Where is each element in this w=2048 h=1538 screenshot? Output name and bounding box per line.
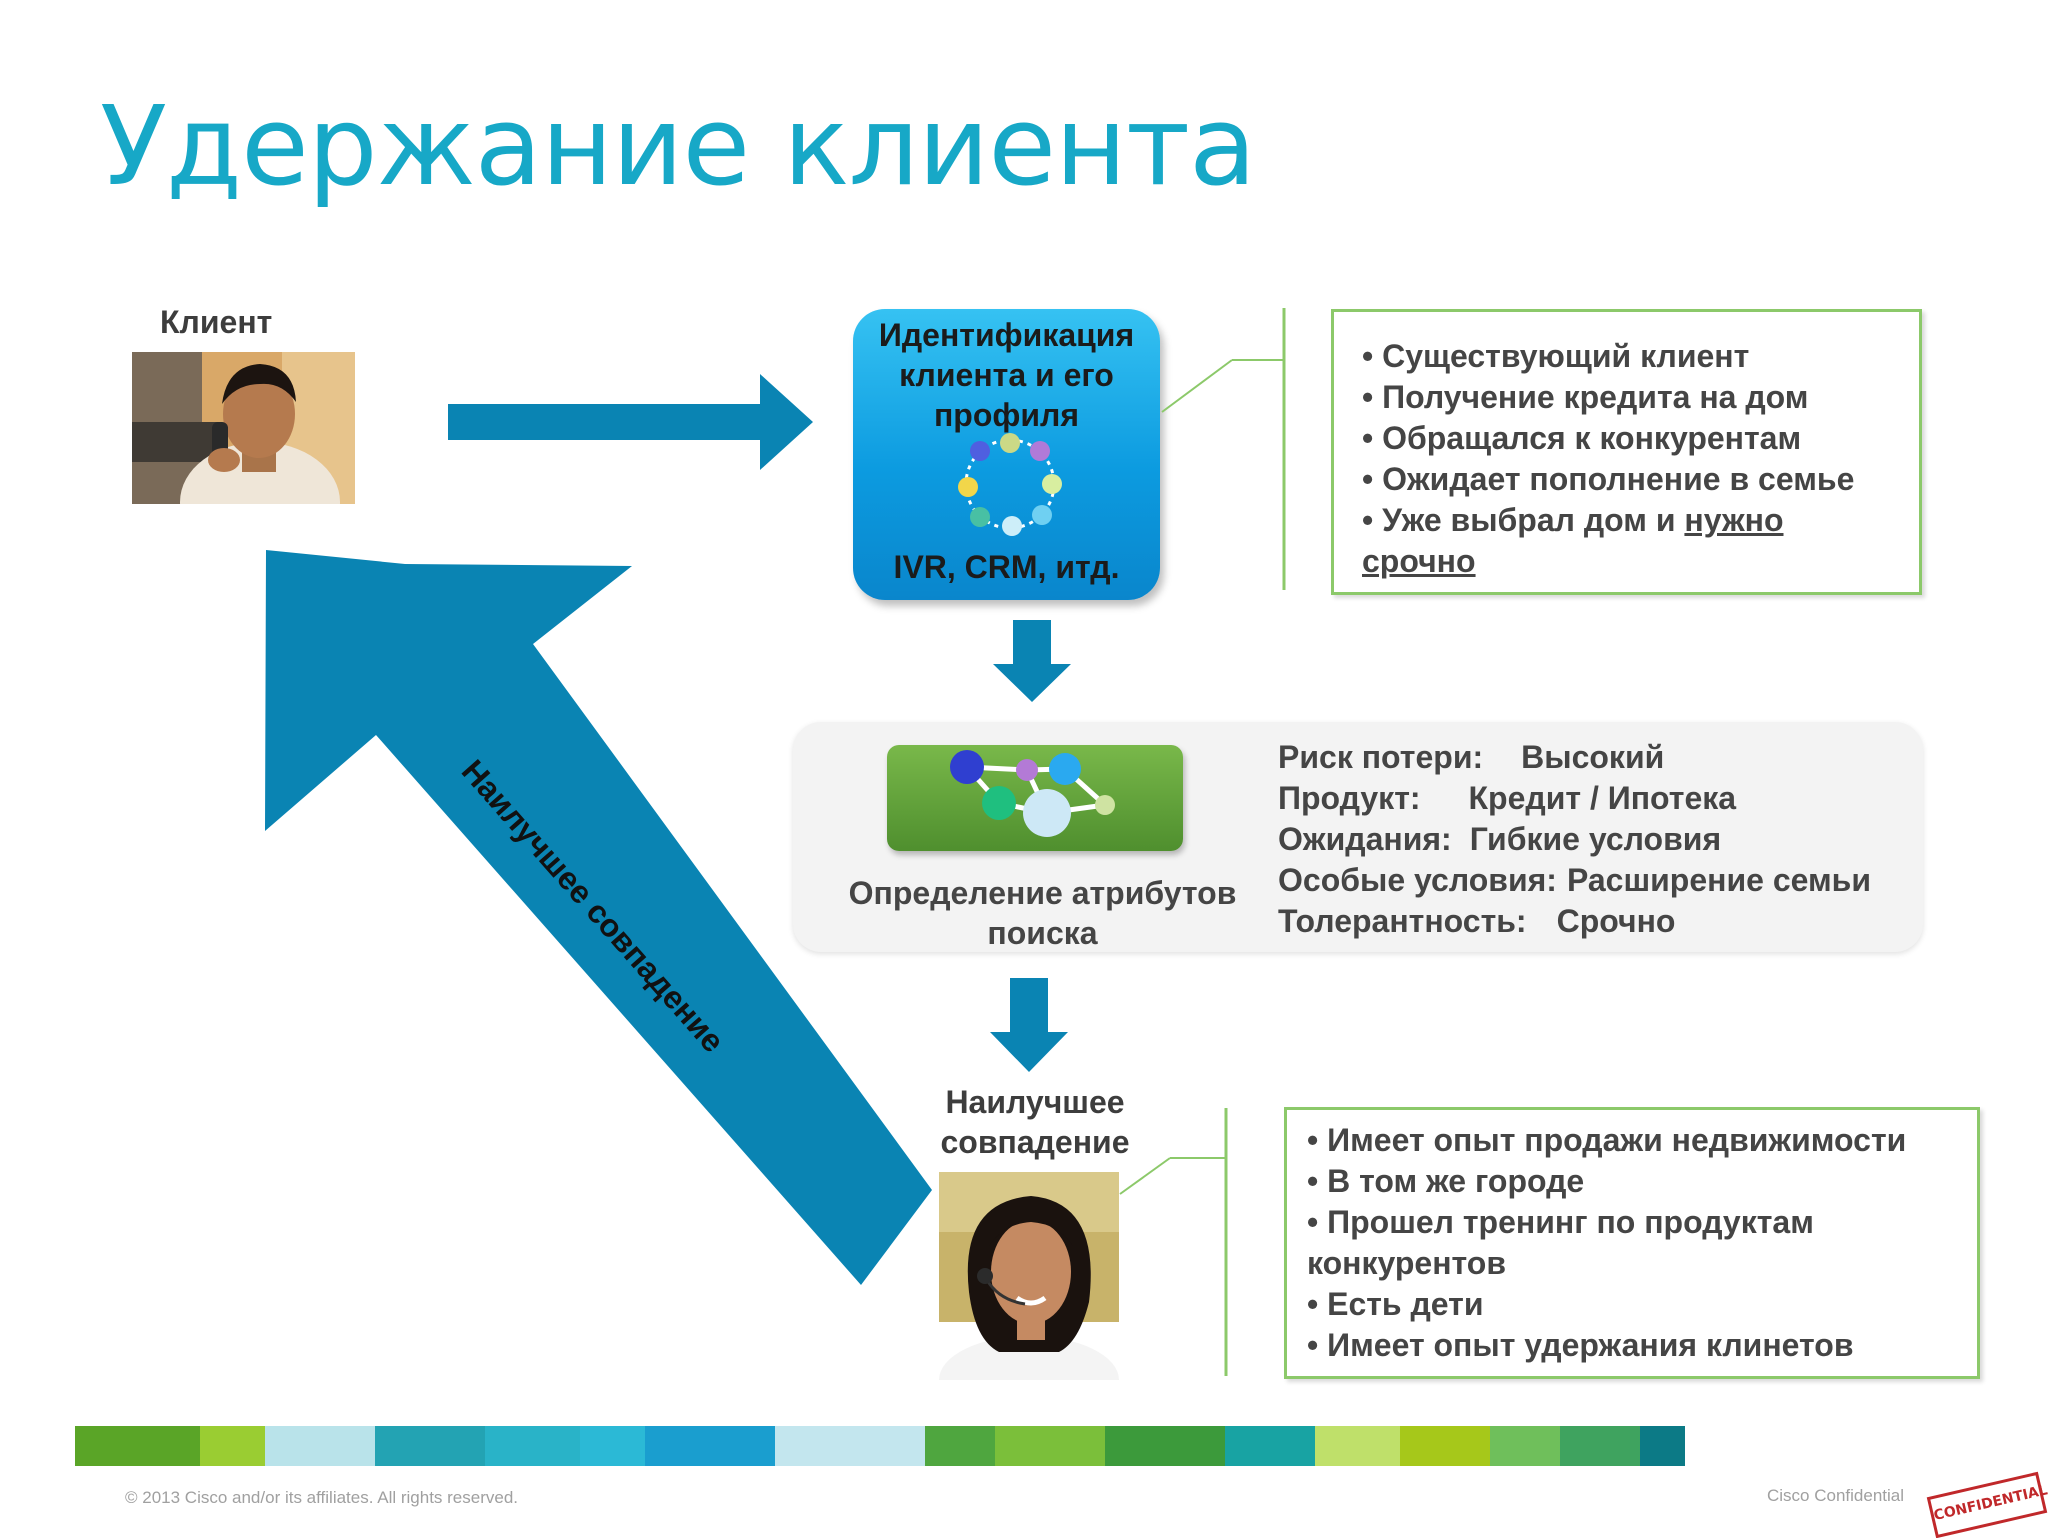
list-item: срочно [1362,541,1854,582]
search-attributes-list: Риск потери: Высокий Продукт: Кредит / Ипо… [1278,737,1871,942]
color-bar-segment [1490,1426,1560,1466]
customer-profile-list: • Существующий клиент • Получение кредит… [1362,336,1854,582]
identification-title-line: Идентификация [878,317,1135,353]
agent-profile-list: • Имеет опыт продажи недвижимости • В то… [1307,1120,1906,1366]
search-attributes-caption: Определение атрибутов поиска [830,873,1255,953]
list-item: конкурентов [1307,1245,1506,1281]
color-bar-segment [645,1426,775,1466]
attribute-key: Толерантность: [1278,903,1527,939]
list-item: • Есть дети [1307,1286,1484,1322]
best-match-line: совпадение [940,1124,1130,1160]
list-item: • Существующий клиент [1362,338,1750,374]
arrow-down [993,620,1071,702]
arrow-down [990,978,1068,1072]
list-item: • Уже выбрал дом и нужно [1362,500,1854,541]
attribute-value: Гибкие условия [1469,821,1722,857]
page-title: Удержание клиента [100,82,1256,210]
color-bar-segment [265,1426,375,1466]
identification-box: Идентификация клиента и его профиля IVR,… [853,309,1160,600]
color-bar-segment [1105,1426,1225,1466]
attribute-key: Риск потери: [1278,739,1484,775]
color-bar-segment [200,1426,265,1466]
attribute-row: Продукт: Кредит / Ипотека [1278,778,1871,819]
decorative-color-bar [75,1426,1975,1466]
list-item: • В том же городе [1307,1163,1585,1199]
client-photo [132,352,355,504]
client-label: Клиент [160,304,273,340]
attribute-row: Толерантность: Срочно [1278,901,1871,942]
color-bar-segment [1640,1426,1685,1466]
identification-subtitle: IVR, CRM, итд. [893,549,1120,585]
color-bar-segment [485,1426,580,1466]
color-bar-segment [1315,1426,1400,1466]
attribute-key: Продукт: [1278,780,1421,816]
confidential-text: Cisco Confidential [1767,1486,1905,1505]
color-bar-segment [995,1426,1105,1466]
identification-title: Идентификация клиента и его профиля [853,315,1160,435]
best-match-line: Наилучшее [945,1084,1125,1120]
attribute-value: Срочно [1556,903,1676,939]
list-item: • Обращался к конкурентам [1362,420,1802,456]
list-item-text: • Уже выбрал дом и [1362,502,1685,538]
attribute-key: Особые условия: [1278,862,1557,898]
network-icon [887,745,1183,851]
copyright-text: © 2013 Cisco and/or its affiliates. All … [125,1488,519,1507]
emphasis-text: нужно [1684,502,1784,538]
caption-line: поиска [987,915,1098,951]
identification-title-line: клиента и его [899,357,1114,393]
list-item: • Ожидает пополнение в семье [1362,461,1855,497]
attribute-row: Ожидания: Гибкие условия [1278,819,1871,860]
agent-profile-box: • Имеет опыт продажи недвижимости • В то… [1284,1107,1980,1379]
attribute-value: Высокий [1521,739,1665,775]
color-bar-segment [75,1426,200,1466]
attribute-key: Ожидания: [1278,821,1452,857]
return-arrow: Наилучшее совпадение [265,550,932,1285]
attribute-row: Риск потери: Высокий [1278,737,1871,778]
connector-bracket [1119,1108,1228,1376]
list-item: • Имеет опыт продажи недвижимости [1307,1122,1907,1158]
color-bar-segment [775,1426,925,1466]
profile-ring-icon [958,433,1062,536]
arrow-right [448,374,813,470]
customer-profile-box: • Существующий клиент • Получение кредит… [1331,309,1922,595]
color-bar-segment [1560,1426,1640,1466]
attribute-row: Особые условия:Расширение семьи [1278,860,1871,901]
agent-photo [939,1172,1119,1380]
attribute-value: Кредит / Ипотека [1468,780,1737,816]
color-bar-segment [1225,1426,1315,1466]
color-bar-segment [925,1426,995,1466]
caption-line: Определение атрибутов [848,875,1237,911]
connector-bracket [1161,308,1286,590]
attribute-value: Расширение семьи [1566,862,1872,898]
best-match-label: Наилучшее совпадение [900,1082,1170,1162]
identification-title-line: профиля [933,397,1080,433]
color-bar-segment [1400,1426,1490,1466]
confidential-stamp: CONFIDENTIAL [1926,1471,2048,1538]
list-item: • Прошел тренинг по продуктам [1307,1204,1814,1240]
color-bar-segment [375,1426,485,1466]
list-item: • Имеет опыт удержания клинетов [1307,1327,1854,1363]
color-bar-segment [580,1426,645,1466]
list-item: • Получение кредита на дом [1362,379,1809,415]
emphasis-text: срочно [1362,543,1476,579]
